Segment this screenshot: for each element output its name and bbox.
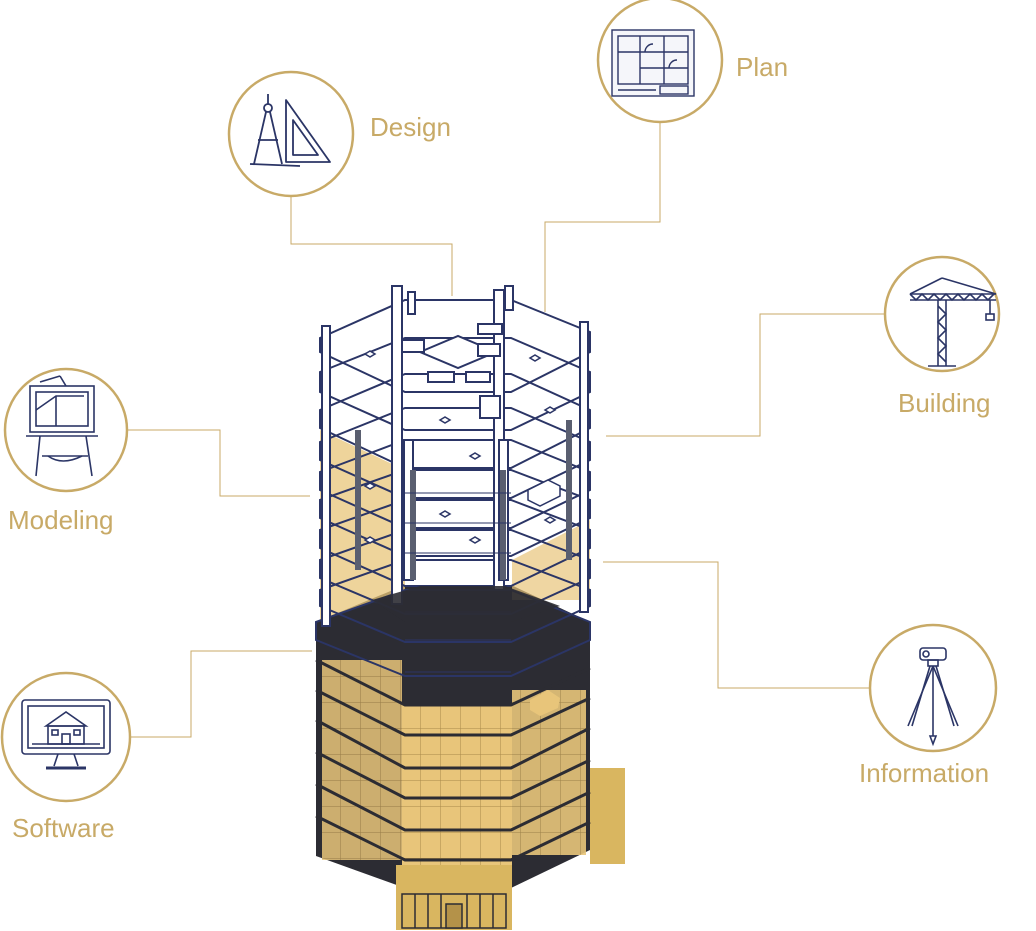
label-software: Software <box>12 813 115 843</box>
computer-monitor-house-icon <box>21 699 111 770</box>
connector-building <box>606 313 884 437</box>
label-modeling: Modeling <box>8 505 114 535</box>
circle-design <box>227 70 355 198</box>
building-annex <box>590 768 625 864</box>
facade-front <box>402 705 512 865</box>
building-illustration <box>315 285 625 930</box>
slab-markers <box>363 350 557 544</box>
circle-software <box>0 671 132 803</box>
label-information: Information <box>859 758 990 788</box>
surveying-tripod-icon <box>907 647 959 747</box>
building-columns-dark <box>355 420 572 580</box>
connector-design <box>290 196 453 296</box>
label-building: Building <box>898 388 991 418</box>
roof-core <box>401 323 503 419</box>
right-side-box <box>527 479 561 507</box>
connector-lines <box>127 120 884 738</box>
building-entrance <box>396 865 512 930</box>
tower-crane-icon <box>909 277 997 367</box>
circle-building <box>883 255 1001 373</box>
drafting-table-icon <box>26 375 98 477</box>
circle-modeling <box>3 367 129 493</box>
blueprint-floor-plan-icon <box>611 29 695 97</box>
upper-floor-slabs <box>315 299 591 677</box>
connector-modeling <box>127 429 310 497</box>
dark-interior-band <box>372 586 560 622</box>
connector-software <box>130 650 312 738</box>
lower-floor-lines <box>315 658 591 862</box>
compass-and-set-square-icon <box>249 94 331 167</box>
connector-plan <box>544 120 661 312</box>
entrance-doors <box>401 893 507 929</box>
label-plan: Plan <box>736 52 789 82</box>
upper-right-glass <box>512 520 590 600</box>
label-design: Design <box>370 112 451 142</box>
dark-side-box <box>530 690 560 716</box>
connector-information <box>603 561 870 689</box>
